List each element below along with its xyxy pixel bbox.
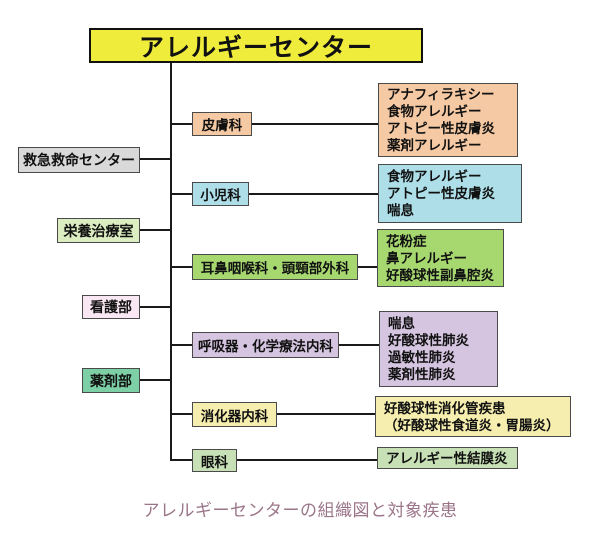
disease-item: アナフィラキシー [387, 87, 495, 102]
disease-item: アトピー性皮膚炎 [387, 186, 495, 201]
trunk-line [170, 62, 172, 461]
title-label: アレルギーセンター [138, 33, 373, 62]
connector-dept-0 [171, 123, 192, 125]
connector-dept-1 [171, 193, 192, 195]
support-dept-nutrition: 栄養治療室 [57, 218, 140, 243]
disease-item: 喘息 [387, 203, 414, 218]
connector-dept-2 [171, 266, 192, 268]
disease-item: 食物アレルギー [387, 169, 482, 184]
connector-dept-5 [171, 459, 192, 461]
support-dept-pharmacy: 薬剤部 [82, 368, 140, 393]
connector-disease-2 [358, 266, 377, 268]
support-dept-emergency: 救急救命センター [18, 147, 140, 173]
disease-item: アトピー性皮膚炎 [387, 121, 495, 136]
dept-label: 小児科 [200, 188, 241, 203]
disease-item: 鼻アレルギー [386, 250, 467, 266]
disease-list-pediatrics: 食物アレルギー アトピー性皮膚炎 喘息 [378, 164, 522, 223]
dept-gastroenterology: 消化器内科 [192, 402, 277, 427]
disease-item: 花粉症 [386, 233, 427, 249]
disease-item: アレルギー性結膜炎 [386, 450, 508, 466]
connector-support-0 [140, 158, 171, 160]
support-dept-nursing: 看護部 [82, 295, 140, 319]
disease-item: 過敏性肺炎 [388, 350, 456, 365]
disease-list-otolaryngology: 花粉症 鼻アレルギー 好酸球性副鼻腔炎 [377, 229, 504, 287]
chart-caption: アレルギーセンターの組織図と対象疾患 [142, 501, 458, 520]
dept-dermatology: 皮膚科 [192, 112, 252, 136]
disease-item: 食物アレルギー [387, 104, 482, 119]
dept-label: 消化器内科 [200, 408, 269, 424]
support-dept-label: 救急救命センター [23, 152, 135, 168]
dept-ophthalmology: 眼科 [192, 449, 237, 472]
disease-item: 喘息 [388, 316, 415, 331]
disease-item: 薬剤アレルギー [387, 138, 482, 153]
dept-label: 皮膚科 [201, 118, 243, 133]
support-dept-label: 栄養治療室 [63, 222, 134, 239]
connector-dept-3 [171, 344, 192, 346]
disease-list-gastroenterology: 好酸球性消化管疾患 （好酸球性食道炎・胃腸炎） [375, 396, 571, 437]
disease-item: 好酸球性消化管疾患 [384, 400, 506, 416]
connector-dept-4 [171, 413, 192, 415]
connector-support-2 [140, 306, 171, 308]
connector-support-3 [140, 379, 171, 381]
connector-disease-4 [277, 413, 375, 415]
disease-list-ophthalmology: アレルギー性結膜炎 [377, 447, 518, 469]
disease-item: （好酸球性食道炎・胃腸炎） [384, 417, 560, 433]
disease-list-respiratory: 喘息 好酸球性肺炎 過敏性肺炎 薬剤性肺炎 [379, 311, 498, 387]
dept-label: 呼吸器・化学療法内科 [198, 339, 333, 354]
dept-pediatrics: 小児科 [192, 182, 249, 206]
disease-item: 薬剤性肺炎 [388, 367, 456, 382]
connector-support-1 [140, 229, 171, 231]
disease-item: 好酸球性副鼻腔炎 [386, 267, 494, 283]
support-dept-label: 薬剤部 [90, 372, 132, 389]
title-box: アレルギーセンター [89, 28, 423, 63]
connector-disease-0 [252, 123, 378, 125]
dept-otolaryngology: 耳鼻咽喉科・頭頸部外科 [192, 254, 358, 280]
disease-item: 好酸球性肺炎 [388, 333, 469, 348]
disease-list-dermatology: アナフィラキシー 食物アレルギー アトピー性皮膚炎 薬剤アレルギー [378, 83, 518, 157]
dept-label: 耳鼻咽喉科・頭頸部外科 [200, 261, 350, 276]
connector-disease-1 [249, 193, 378, 195]
connector-disease-3 [339, 344, 379, 346]
dept-respiratory: 呼吸器・化学療法内科 [192, 332, 339, 358]
connector-disease-5 [237, 459, 377, 461]
support-dept-label: 看護部 [90, 299, 132, 315]
dept-label: 眼科 [201, 454, 228, 470]
